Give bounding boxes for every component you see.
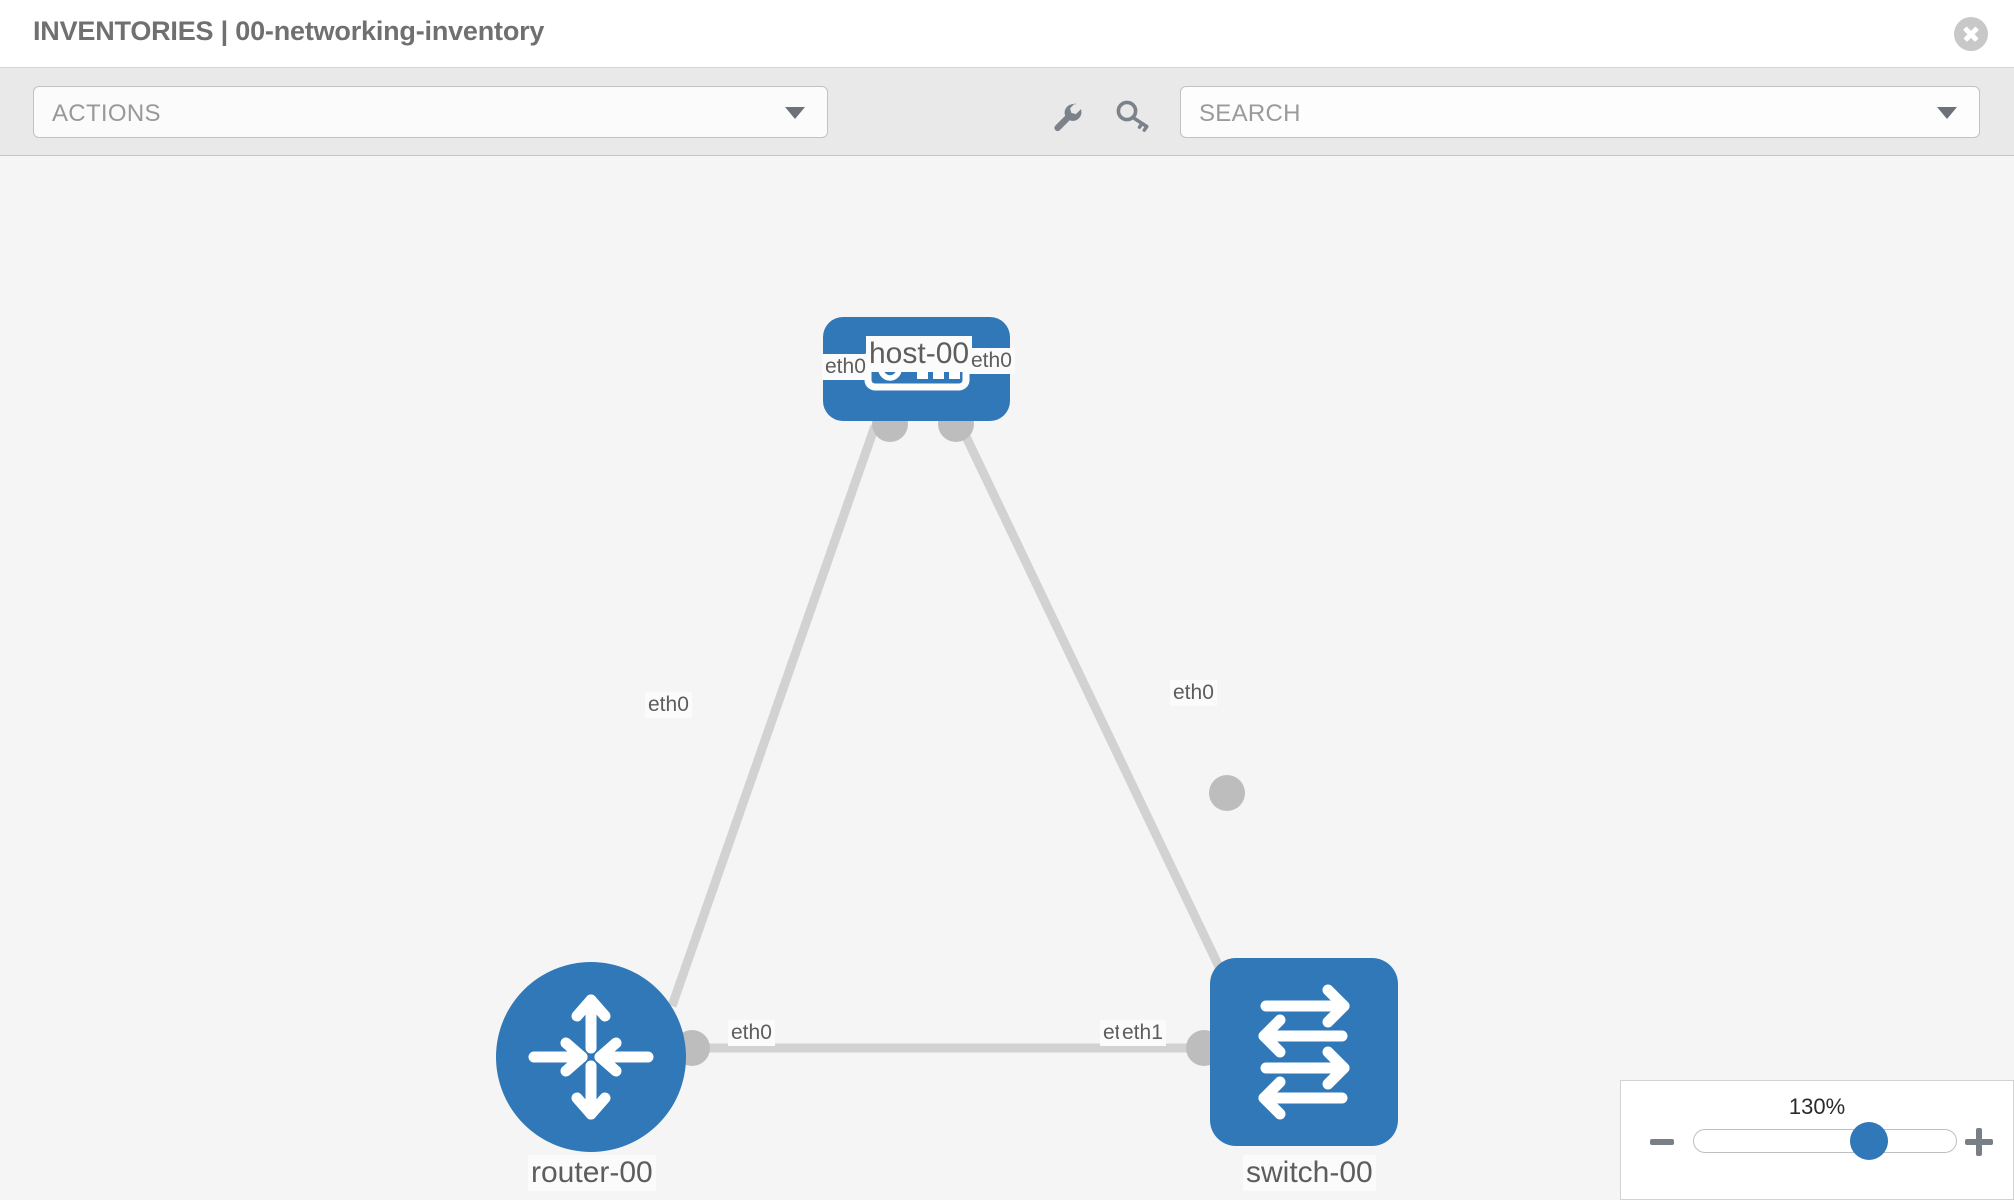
node-router-00[interactable] [496,962,686,1152]
wrench-icon[interactable] [1046,96,1086,136]
topology-canvas[interactable]: eth0 host-00 eth0 eth0 eth0 eth0 eth0 et… [0,156,2014,1200]
actions-dropdown-value: ACTIONS [52,100,161,127]
node-switch-00[interactable] [1210,958,1398,1146]
link-host-router [667,424,880,1008]
node-label-switch-00: switch-00 [1243,1155,1376,1191]
zoom-out-button[interactable] [1650,1139,1674,1145]
iface-label-switch-up: eth0 [1170,680,1217,706]
iface-label-host-right: eth0 [968,348,1015,374]
actions-dropdown[interactable]: ACTIONS [33,86,828,138]
iface-label-switch-left-over: eth1 [1119,1020,1166,1046]
chevron-down-icon[interactable] [1937,107,1957,119]
plus-icon-vertical [1976,1128,1982,1156]
zoom-slider-thumb[interactable] [1850,1122,1888,1160]
search-input[interactable]: SEARCH [1180,86,1980,138]
key-icon[interactable] [1113,96,1153,136]
zoom-percent-label: 130% [1788,1094,1846,1119]
port-switch-top-left[interactable] [1209,775,1245,811]
iface-label-router-right: eth0 [728,1020,775,1046]
router-icon [528,994,654,1120]
page-header: INVENTORIES | 00-networking-inventory [0,0,2014,68]
toolbar: ACTIONS SEARCH [0,68,2014,156]
page-title: INVENTORIES | 00-networking-inventory [33,16,545,46]
zoom-in-button[interactable] [1965,1128,1993,1156]
zoom-slider-track[interactable] [1693,1129,1957,1153]
iface-label-host-left: eth0 [822,354,869,380]
link-host-switch [955,422,1237,996]
switch-icon [1258,984,1350,1120]
node-label-router-00: router-00 [528,1155,656,1191]
node-label-host-00: host-00 [866,336,973,372]
zoom-control-panel: 130% [1620,1080,2014,1200]
iface-label-router-up: eth0 [645,692,692,718]
topology-links [667,422,1237,1053]
chevron-down-icon [785,107,805,119]
search-placeholder: SEARCH [1199,100,1301,127]
close-icon[interactable] [1954,17,1988,51]
